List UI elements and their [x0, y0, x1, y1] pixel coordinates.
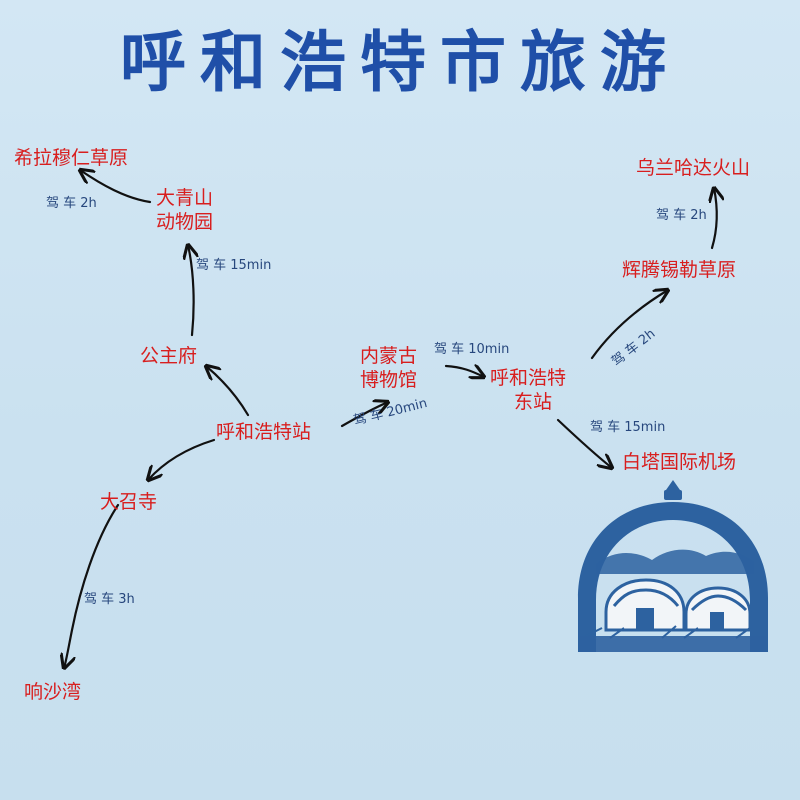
place-daqingshan-zoo: 大青山 动物园	[156, 186, 213, 234]
arrow-to-museum	[340, 402, 388, 428]
place-xilamuren-grassland: 希拉穆仁草原	[14, 147, 129, 169]
place-huitengxile-grassland: 辉腾锡勒草原	[622, 259, 737, 281]
page-title: 呼和浩特市旅游	[120, 24, 680, 101]
drive-time-to-daqingshan: 驾 车 15min	[196, 258, 272, 273]
drive-time-to-airport: 驾 车 15min	[590, 420, 666, 435]
place-daqingshan-zoo-line1: 大青山	[156, 187, 214, 209]
place-dazhaosi: 大召寺	[100, 491, 158, 513]
arrow-to-gongzhufu	[206, 366, 250, 417]
place-daqingshan-zoo-line2: 动物园	[156, 211, 214, 233]
place-east-station-line2: 东站	[514, 391, 553, 413]
arrow-to-airport	[556, 418, 612, 468]
place-inner-mongolia-museum: 内蒙古 博物馆	[360, 344, 417, 392]
arrow-to-wulanhada	[712, 188, 717, 250]
place-hohhot-east-station: 呼和浩特 东站	[490, 366, 566, 414]
arrow-to-xilamuren	[80, 170, 152, 204]
yurt-icon	[578, 480, 768, 652]
drive-time-to-xiangshawan: 驾 车 3h	[84, 592, 135, 607]
place-baita-airport: 白塔国际机场	[622, 451, 737, 473]
drive-time-to-east-station: 驾 车 10min	[434, 342, 510, 357]
drive-time-to-xilamuren: 驾 车 2h	[46, 196, 97, 211]
arrow-to-daqingshan	[188, 245, 194, 337]
place-hohhot-station: 呼和浩特站	[216, 421, 312, 443]
place-wulanhada-volcano: 乌兰哈达火山	[636, 157, 751, 179]
place-east-station-line1: 呼和浩特	[490, 367, 567, 389]
arrow-to-east-station	[444, 366, 484, 377]
place-xiangshawan: 响沙湾	[24, 681, 82, 703]
drive-time-to-wulanhada: 驾 车 2h	[656, 208, 707, 223]
place-museum-line2: 博物馆	[360, 369, 418, 391]
place-museum-line1: 内蒙古	[360, 345, 418, 367]
place-gongzhufu: 公主府	[140, 345, 198, 367]
arrow-to-dazhaosi	[148, 438, 216, 480]
arrow-to-xiangshawan	[64, 503, 120, 668]
arrow-to-huitengxile	[590, 290, 668, 360]
